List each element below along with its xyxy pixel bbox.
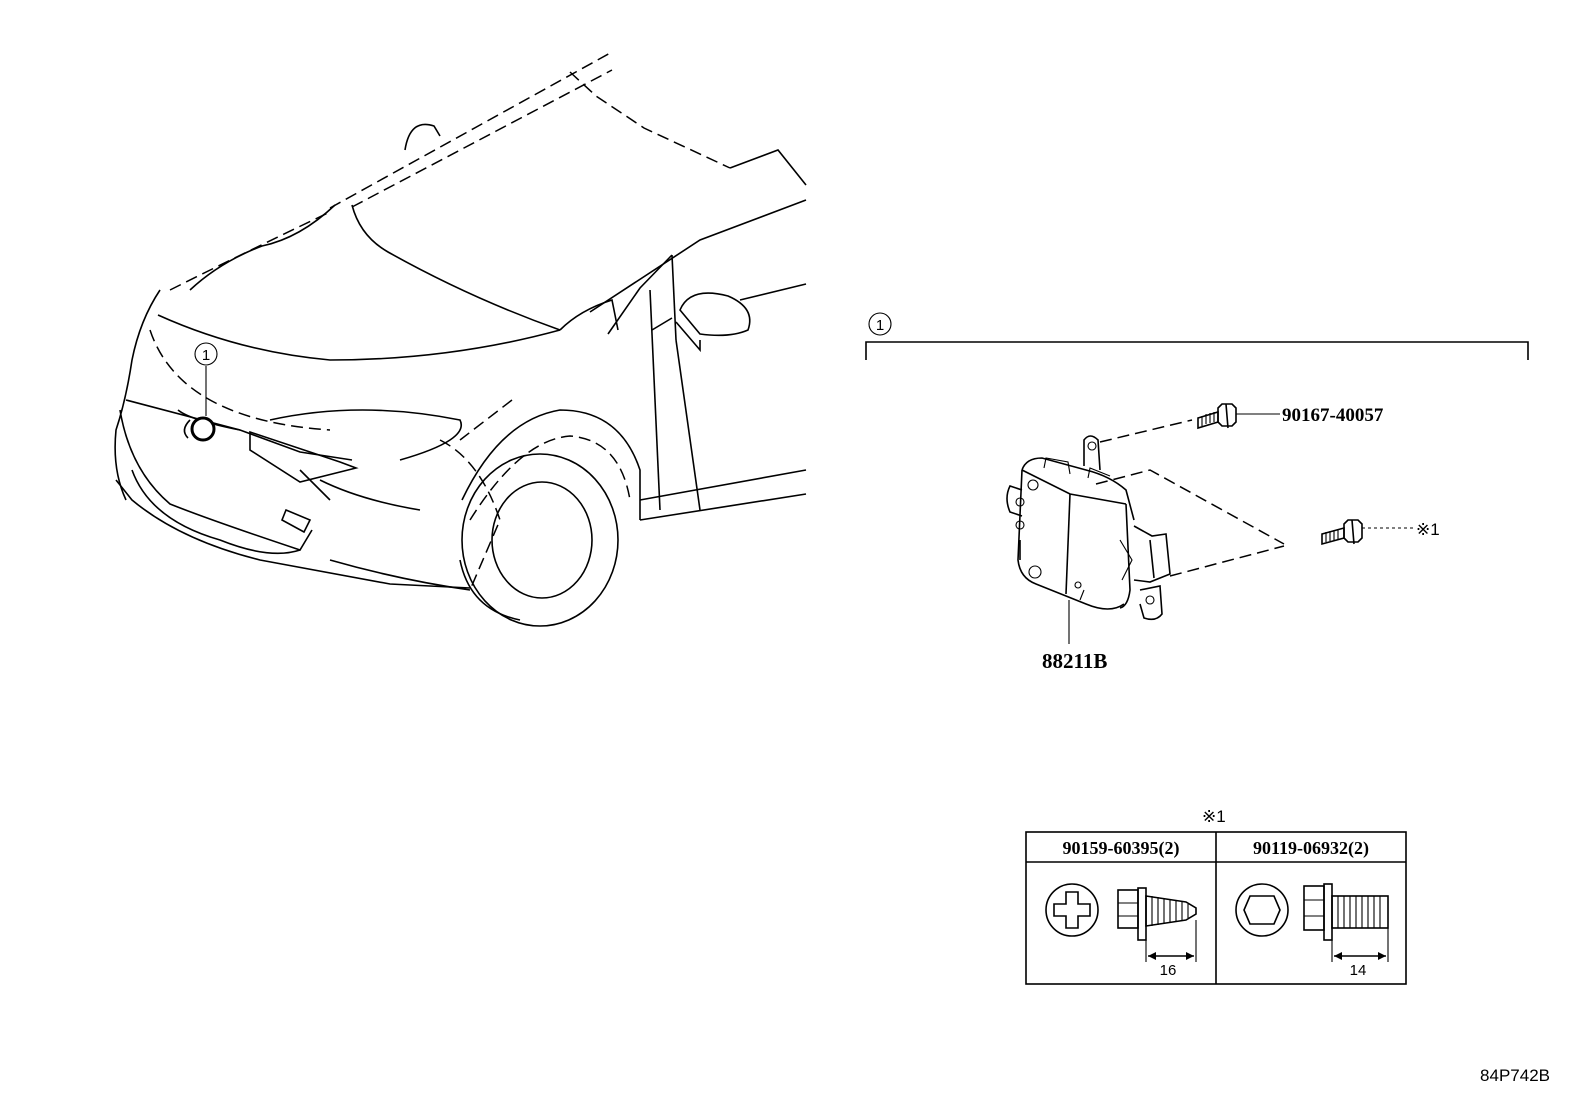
part-number-88211B: 88211B bbox=[1042, 649, 1107, 673]
fastener-alt-note: ※1 bbox=[1095, 469, 1440, 577]
table-col1-part-number: 90159-60395(2) bbox=[1063, 838, 1180, 859]
hex-socket-head-icon bbox=[1235, 883, 1289, 937]
dimension-16: 16 bbox=[1160, 962, 1177, 979]
dimension-14: 14 bbox=[1350, 962, 1367, 979]
callout-label-vehicle: 1 bbox=[202, 347, 210, 364]
note-ref-1: ※1 bbox=[1416, 520, 1440, 539]
bolt-side-view-icon-14: 14 bbox=[1303, 883, 1389, 979]
table-note-ref: ※1 bbox=[1202, 807, 1226, 826]
part-number-90167-40057: 90167-40057 bbox=[1282, 405, 1384, 426]
callout-label-assembly: 1 bbox=[876, 317, 884, 334]
vehicle-illustration: 1 bbox=[114, 51, 807, 627]
cross-recess-head-icon bbox=[1045, 883, 1099, 937]
bolt-side-view-icon-16: 16 bbox=[1117, 887, 1197, 979]
illustration-code: 84P742B bbox=[1480, 1066, 1550, 1085]
fastener-90167-40057: 90167-40057 bbox=[1099, 403, 1384, 443]
assembly-bracket: 1 bbox=[865, 312, 1529, 360]
table-col2-part-number: 90119-06932(2) bbox=[1253, 838, 1369, 859]
radar-sensor-unit: 88211B bbox=[1006, 435, 1171, 673]
fastener-table: ※1 90159-60395(2) 16 90119-06932(2) bbox=[1025, 807, 1407, 985]
